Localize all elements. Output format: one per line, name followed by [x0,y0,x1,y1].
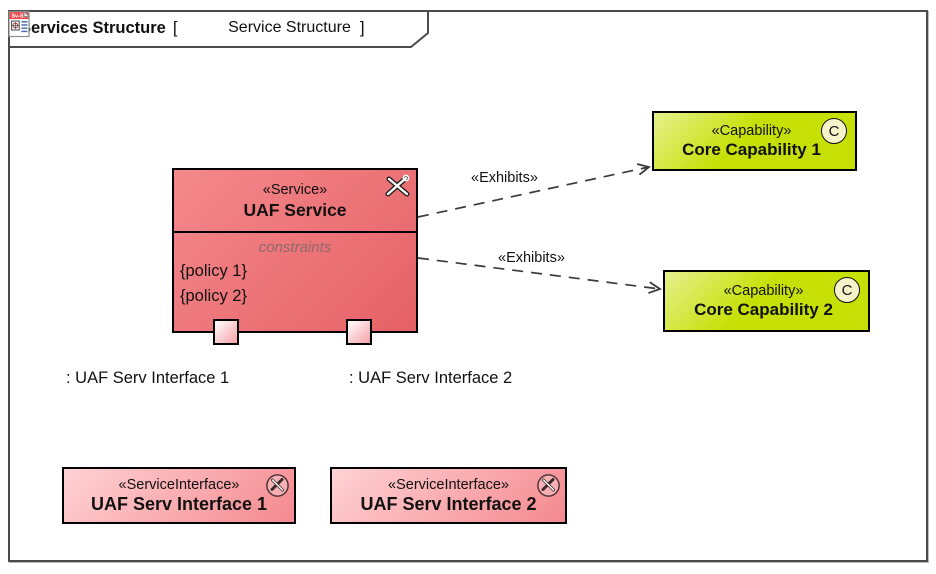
service-stereotype: «Service» [262,182,328,198]
service-port-2[interactable] [346,319,372,345]
port-label-2[interactable]: : UAF Serv Interface 2 [349,369,513,387]
service-port-1[interactable] [213,319,239,345]
circled-tools-icon [536,473,561,503]
port-label-1[interactable]: : UAF Serv Interface 1 [66,369,230,387]
interface-1-name: UAF Serv Interface 1 [90,493,268,514]
capability-badge-icon: C [821,118,847,144]
capability-1-name: Core Capability 1 [682,139,821,159]
constraints-compartment-label: constraints [258,239,332,256]
svg-text:Sv-Sr: Sv-Sr [11,14,26,20]
constraint-policy-2: {policy 2} [180,287,247,305]
capability-2-name: Core Capability 2 [694,299,833,319]
bracket-close: ] [359,18,365,37]
tab-content: Services Structure [ Sv-Sr [8,10,420,46]
exhibits-label-1[interactable]: «Exhibits» [471,170,538,186]
service-name: UAF Service [243,200,347,220]
capability-2-stereotype: «Capability» [723,282,804,299]
service-interface-node-1[interactable]: «ServiceInterface» UAF Serv Interface 1 [62,467,296,524]
capability-node-1[interactable]: «Capability» Core Capability 1 C [652,111,857,171]
bracket-open: [ [172,18,178,37]
tab-outline [8,10,429,48]
circled-tools-icon [265,473,290,503]
constraint-policy-1: {policy 1} [180,262,247,280]
diagram-title-tab[interactable]: Services Structure [ Sv-Sr [8,10,430,48]
service-interface-node-2[interactable]: «ServiceInterface» UAF Serv Interface 2 [330,467,567,524]
capability-1-stereotype: «Capability» [711,122,792,139]
capability-badge-icon: C [834,277,860,303]
service-node[interactable]: «Service» UAF Service constraints {polic… [172,168,418,333]
diagram-name-title: Service Structure [228,19,351,36]
capability-node-2[interactable]: «Capability» Core Capability 2 C [663,270,870,332]
diagram-kind-title: Services Structure [20,18,166,37]
exhibits-label-2[interactable]: «Exhibits» [498,250,565,266]
interface-1-stereotype: «ServiceInterface» [118,476,240,493]
service-constraints-compartment: constraints {policy 1} {policy 2} [174,233,416,309]
service-tools-icon [383,174,411,203]
interface-2-name: UAF Serv Interface 2 [360,493,537,514]
diagram-type-icon: Sv-Sr [8,1,221,55]
service-header: «Service» UAF Service [174,170,416,233]
interface-2-stereotype: «ServiceInterface» [388,476,509,493]
